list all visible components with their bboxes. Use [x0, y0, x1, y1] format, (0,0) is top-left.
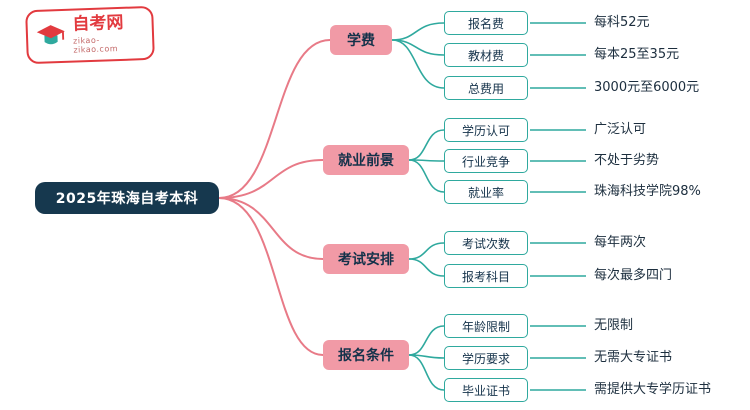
- subnode-employment-rate: 就业率: [444, 180, 528, 204]
- subnode-exam-frequency: 考试次数: [444, 231, 528, 255]
- branch-exam-schedule: 考试安排: [323, 244, 409, 274]
- subnode-industry-competition: 行业竞争: [444, 149, 528, 173]
- branch-tuition: 学费: [330, 25, 392, 55]
- leaf-industry-competition: 不处于劣势: [594, 153, 660, 168]
- site-logo: 自考网 zikao-zikao.com: [25, 5, 155, 65]
- leaf-diploma-certificate: 需提供大专学历证书: [594, 382, 712, 397]
- site-url: zikao-zikao.com: [72, 35, 119, 55]
- graduation-cap-icon: [36, 25, 65, 45]
- leaf-exam-frequency: 每年两次: [594, 235, 647, 250]
- subnode-exam-subjects: 报考科目: [444, 264, 528, 288]
- subnode-age-limit: 年龄限制: [444, 314, 528, 338]
- root-node: 2025年珠海自考本科: [35, 182, 219, 214]
- leaf-textbook-fee: 每本25至35元: [594, 47, 680, 62]
- subnode-diploma-certificate: 毕业证书: [444, 378, 528, 402]
- leaf-age-limit: 无限制: [594, 318, 634, 333]
- leaf-employment-rate: 珠海科技学院98%: [594, 184, 701, 199]
- logo-text: 自考网 zikao-zikao.com: [72, 13, 144, 55]
- subnode-total-cost: 总费用: [444, 76, 528, 100]
- branch-employment-prospects: 就业前景: [323, 145, 409, 175]
- leaf-registration-fee: 每科52元: [594, 15, 650, 30]
- subnode-textbook-fee: 教材费: [444, 43, 528, 67]
- leaf-degree-recognition: 广泛认可: [594, 122, 647, 137]
- leaf-total-cost: 3000元至6000元: [594, 80, 700, 95]
- subnode-degree-recognition: 学历认可: [444, 118, 528, 142]
- branch-registration-requirements: 报名条件: [323, 340, 409, 370]
- subnode-education-requirement: 学历要求: [444, 346, 528, 370]
- site-name: 自考网: [72, 13, 124, 35]
- leaf-education-requirement: 无需大专证书: [594, 350, 673, 365]
- subnode-registration-fee: 报名费: [444, 11, 528, 35]
- leaf-exam-subjects: 每次最多四门: [594, 268, 673, 283]
